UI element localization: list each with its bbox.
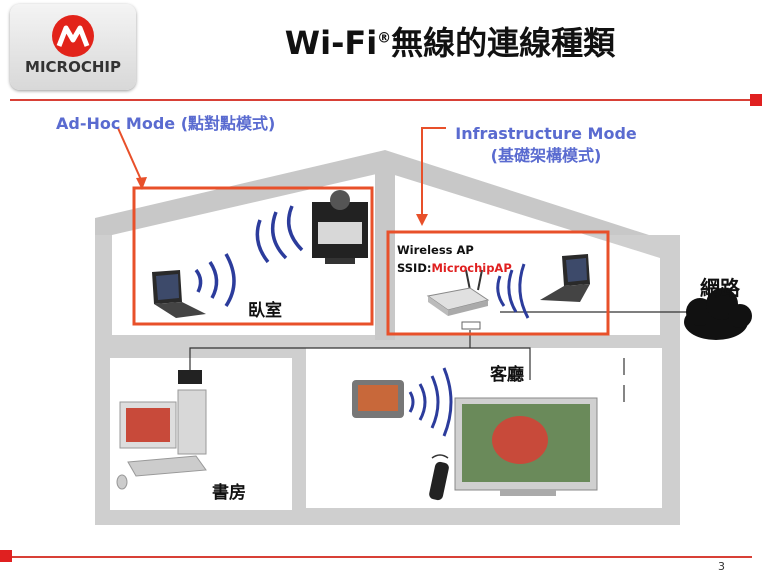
top-divider-marker <box>750 94 762 106</box>
ssid-label: SSID:MicrochipAP <box>397 261 512 275</box>
top-divider <box>10 99 752 101</box>
infrastructure-mode-label: Infrastructure Mode (基礎架構模式) <box>455 124 637 165</box>
bedroom-label: 臥室 <box>248 301 282 321</box>
laptop-icon <box>540 254 590 302</box>
desktop-computer-icon <box>116 370 207 490</box>
tv-wifi-waves-icon <box>408 367 453 437</box>
adhoc-wifi-waves-icon <box>194 205 304 307</box>
media-player-icon <box>312 190 368 264</box>
microchip-logo: MICROCHIP <box>10 4 136 90</box>
ap-wifi-waves-icon <box>496 263 530 319</box>
flat-screen-tv-icon <box>454 397 598 496</box>
internet-label: 網路 <box>700 276 740 300</box>
wireless-ap-label: Wireless AP <box>397 243 474 257</box>
page-title: Wi-Fi®無線的連線種類 <box>284 24 616 62</box>
remote-control-icon <box>429 454 449 501</box>
portable-tv-icon <box>352 380 404 418</box>
wireless-ap-icon <box>426 269 490 330</box>
adhoc-mode-label: Ad-Hoc Mode (點對點模式) <box>56 114 276 133</box>
laptop-icon <box>152 270 206 318</box>
bottom-divider-marker <box>0 550 12 562</box>
microchip-logo-icon <box>52 15 94 57</box>
page-number: 3 <box>718 560 725 573</box>
internet-cloud-icon <box>684 288 752 340</box>
infrastructure-callout-arrow <box>416 127 446 226</box>
infrastructure-highlight-box <box>386 230 610 336</box>
adhoc-highlight-box <box>132 186 374 326</box>
study-label: 書房 <box>212 483 246 503</box>
bottom-divider <box>10 556 752 558</box>
adhoc-callout-arrow <box>117 127 147 190</box>
logo-text: MICROCHIP <box>25 58 121 76</box>
living-room-label: 客廳 <box>490 365 524 385</box>
